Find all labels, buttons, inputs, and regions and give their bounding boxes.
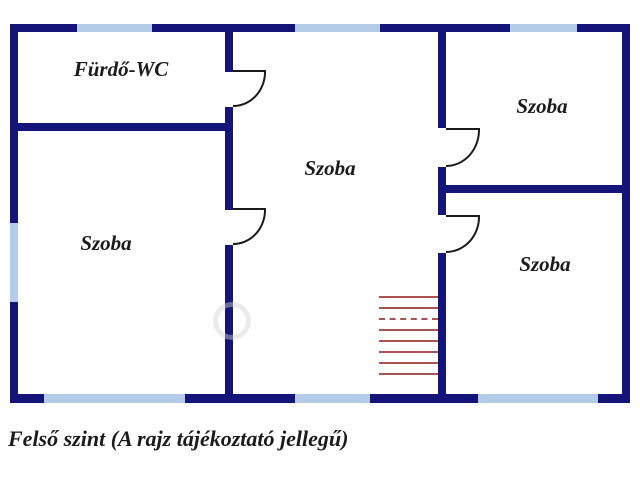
- interior-wall-b: [10, 123, 233, 131]
- window-top-2: [295, 24, 380, 32]
- window-bottom-3: [478, 394, 598, 403]
- interior-wall-d: [440, 185, 622, 193]
- door-bathroom-leaf: [233, 70, 266, 72]
- stair-step: [379, 373, 438, 375]
- stair-step: [379, 307, 438, 309]
- room-label-szoba-top-right: Szoba: [516, 94, 568, 118]
- window-left: [10, 223, 18, 302]
- interior-wall-a-middle: [225, 107, 233, 210]
- door-szoba-bottom-left-swing-arc: [233, 210, 266, 245]
- interior-wall-a-upper: [225, 32, 233, 72]
- window-top-1: [77, 24, 152, 32]
- interior-wall-c-upper: [438, 32, 446, 128]
- staircase: [379, 293, 438, 378]
- stair-step: [379, 296, 438, 298]
- room-label-furdo-wc: Fürdő-WC: [73, 57, 169, 81]
- door-szoba-bottom-right-leaf: [446, 215, 480, 217]
- floorplan-caption: Felső szint (A rajz tájékoztató jellegű): [8, 426, 349, 451]
- door-szoba-top-right-swing-arc: [446, 130, 480, 167]
- door-szoba-top-right-leaf: [446, 128, 480, 130]
- stair-step: [379, 362, 438, 364]
- interior-wall-c-lower: [438, 253, 446, 394]
- stair-step: [379, 329, 438, 331]
- door-bathroom-swing-arc: [233, 72, 266, 107]
- window-bottom-1: [44, 394, 185, 403]
- outer-wall-right: [622, 24, 630, 403]
- window-bottom-2: [295, 394, 370, 403]
- door-szoba-bottom-right-swing-arc: [446, 217, 480, 253]
- stair-step: [379, 351, 438, 353]
- outer-wall-left: [10, 24, 18, 403]
- window-top-3: [510, 24, 577, 32]
- room-label-szoba-bottom-right: Szoba: [519, 252, 571, 276]
- room-label-szoba-bottom-left: Szoba: [80, 231, 132, 255]
- stair-step: [379, 340, 438, 342]
- watermark-ring: [213, 302, 251, 340]
- stair-step: [379, 318, 438, 320]
- room-label-szoba-middle: Szoba: [304, 156, 356, 180]
- door-szoba-bottom-left-leaf: [233, 208, 266, 210]
